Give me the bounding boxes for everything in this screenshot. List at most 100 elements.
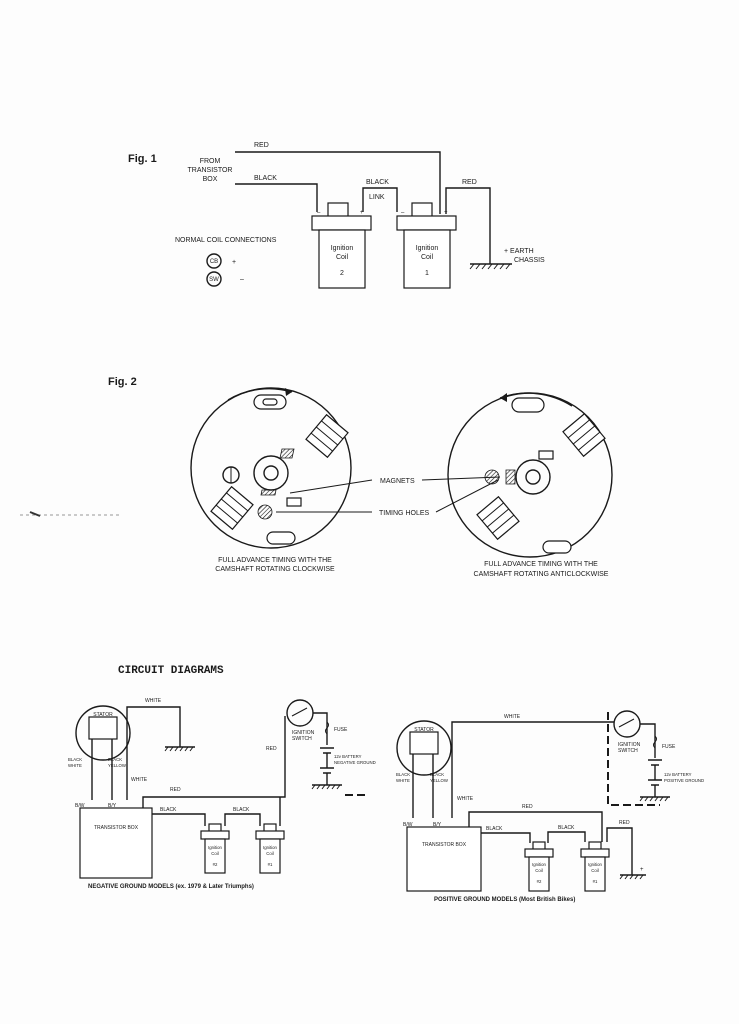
- red-wire: [142, 716, 286, 808]
- black-link-label: LINK: [369, 194, 385, 201]
- positive-caption: POSITIVE GROUND MODELS (Most British Bik…: [434, 897, 575, 903]
- ignition-switch-label: SWITCH: [618, 748, 638, 754]
- transistor-box-label: TRANSISTOR BOX: [422, 842, 467, 848]
- black-yellow-label: YELLOW: [108, 763, 127, 768]
- red-label: RED: [170, 787, 181, 793]
- bw-label: B/W: [75, 803, 85, 809]
- coil-name: Ignition: [331, 245, 354, 252]
- stator-label: STATOR: [414, 727, 434, 733]
- coil-name: Coil: [211, 851, 218, 856]
- black-white-label: BLACK: [396, 772, 410, 777]
- negative-ground-circuit: STATOR BLACK WHITE BLACK YELLOW WHITE WH…: [68, 698, 376, 890]
- white-label: WHITE: [457, 796, 474, 802]
- black-link-label: BLACK: [366, 179, 389, 186]
- ignition-coil-1: Ignition Coil #1: [255, 823, 285, 874]
- transistor-box: [79, 807, 153, 879]
- ignition-coil-2: – + Ignition Coil 2: [311, 202, 372, 289]
- black-wire: [481, 832, 531, 843]
- red-label: RED: [619, 820, 630, 826]
- coil-plus-terminal: +: [360, 210, 364, 216]
- stator-leads: [412, 754, 434, 818]
- coil-number: #1: [268, 862, 273, 867]
- ignition-switch-label: IGNITION: [618, 742, 641, 748]
- fig2-label: Fig. 2: [108, 376, 137, 388]
- battery-feed-wire: [313, 712, 328, 745]
- coil-name: Ignition: [588, 862, 602, 867]
- ignition-switch-label: SWITCH: [292, 736, 312, 742]
- white-wire: [126, 706, 181, 800]
- coil-name: Coil: [336, 254, 349, 261]
- fuse-label: FUSE: [334, 727, 348, 733]
- timing-holes-label: TIMING HOLES: [379, 510, 430, 517]
- red-earth-wire: [445, 187, 491, 264]
- magnets-pointer: [289, 479, 373, 494]
- black-label: BLACK: [486, 826, 503, 832]
- earth-ground-symbol: [469, 263, 512, 270]
- black-link-wire: [547, 831, 586, 843]
- fuse-label: FUSE: [662, 744, 676, 750]
- caption-anticlockwise: FULL ADVANCE TIMING WITH THE: [484, 561, 598, 568]
- from-transistor-box-label: FROM: [200, 158, 221, 165]
- by-label: B/Y: [108, 803, 117, 809]
- fig2: Fig. 2: [108, 376, 613, 578]
- coil-number: #1: [593, 879, 598, 884]
- ignition-coil-2: Ignition Coil #2: [524, 841, 554, 892]
- white-label: WHITE: [504, 714, 521, 720]
- ignition-coil-1: – + Ignition Coil 1: [396, 202, 457, 289]
- black-white-label: WHITE: [396, 778, 410, 783]
- red-earth-label: RED: [462, 179, 477, 186]
- black-link-wire: [362, 187, 398, 212]
- magnets-pointer: [421, 476, 501, 481]
- battery-label: NEGATIVE GROUND: [334, 760, 376, 765]
- coil-name: Coil: [421, 254, 434, 261]
- fig1: Fig. 1 FROM TRANSISTOR BOX RED BLACK BLA…: [128, 142, 545, 289]
- cb-symbol-circle: [206, 253, 222, 269]
- coil-name: Ignition: [263, 845, 277, 850]
- black-white-label: BLACK: [68, 757, 82, 762]
- black-wire: [235, 183, 318, 212]
- black-wire: [152, 813, 206, 826]
- black-label: BLACK: [558, 825, 575, 831]
- stator-leads: [91, 739, 113, 800]
- contact-plate-anticlockwise: [447, 392, 613, 558]
- by-label: B/Y: [433, 822, 442, 828]
- transistor-box-label: TRANSISTOR BOX: [94, 825, 139, 831]
- black-label: BLACK: [160, 807, 177, 813]
- scan-artifact: [29, 511, 41, 517]
- sw-sign: –: [240, 276, 244, 283]
- sw-symbol: SW: [209, 277, 219, 283]
- black-white-label: WHITE: [68, 763, 82, 768]
- sw-symbol-circle: [206, 271, 222, 287]
- caption-anticlockwise: CAMSHAFT ROTATING ANTICLOCKWISE: [474, 571, 609, 578]
- white-label: WHITE: [131, 777, 148, 783]
- bw-label: B/W: [403, 822, 413, 828]
- earth-chassis-label: CHASSIS: [514, 257, 545, 264]
- positive-ground-circuit: STATOR BLACK WHITE BLACK YELLOW WHITE WH…: [396, 710, 704, 903]
- ignition-switch: [613, 710, 641, 738]
- circuit-diagrams-title: CIRCUIT DIAGRAMS: [118, 665, 224, 677]
- negative-caption: NEGATIVE GROUND MODELS (ex. 1979 & Later…: [88, 884, 254, 890]
- white-label: WHITE: [145, 698, 162, 704]
- caption-clockwise: CAMSHAFT ROTATING CLOCKWISE: [215, 566, 335, 573]
- battery-label: POSITIVE GROUND: [664, 778, 704, 783]
- magnets-label: MAGNETS: [380, 478, 415, 485]
- plus-label: +: [640, 867, 644, 873]
- from-transistor-box-label: BOX: [203, 176, 218, 183]
- coil-plus-terminal: +: [444, 210, 448, 216]
- black-link-wire: [224, 813, 261, 826]
- fuse-symbol: [653, 735, 657, 749]
- black-wire-label: BLACK: [254, 175, 277, 182]
- coil-name: Coil: [535, 868, 542, 873]
- coil-minus-terminal: –: [317, 210, 321, 216]
- red-earth-wire: [606, 827, 633, 875]
- red-wire: [235, 151, 441, 214]
- ignition-coil-1: Ignition Coil #1: [580, 841, 610, 892]
- coil-name: Coil: [591, 868, 598, 873]
- battery-label: 12v BATTERY: [334, 754, 362, 759]
- battery-label: 12v BATTERY: [664, 772, 692, 777]
- coil-number: 1: [425, 270, 429, 277]
- black-label: BLACK: [233, 807, 250, 813]
- contact-plate-clockwise: [190, 387, 352, 549]
- ignition-switch: [286, 699, 314, 727]
